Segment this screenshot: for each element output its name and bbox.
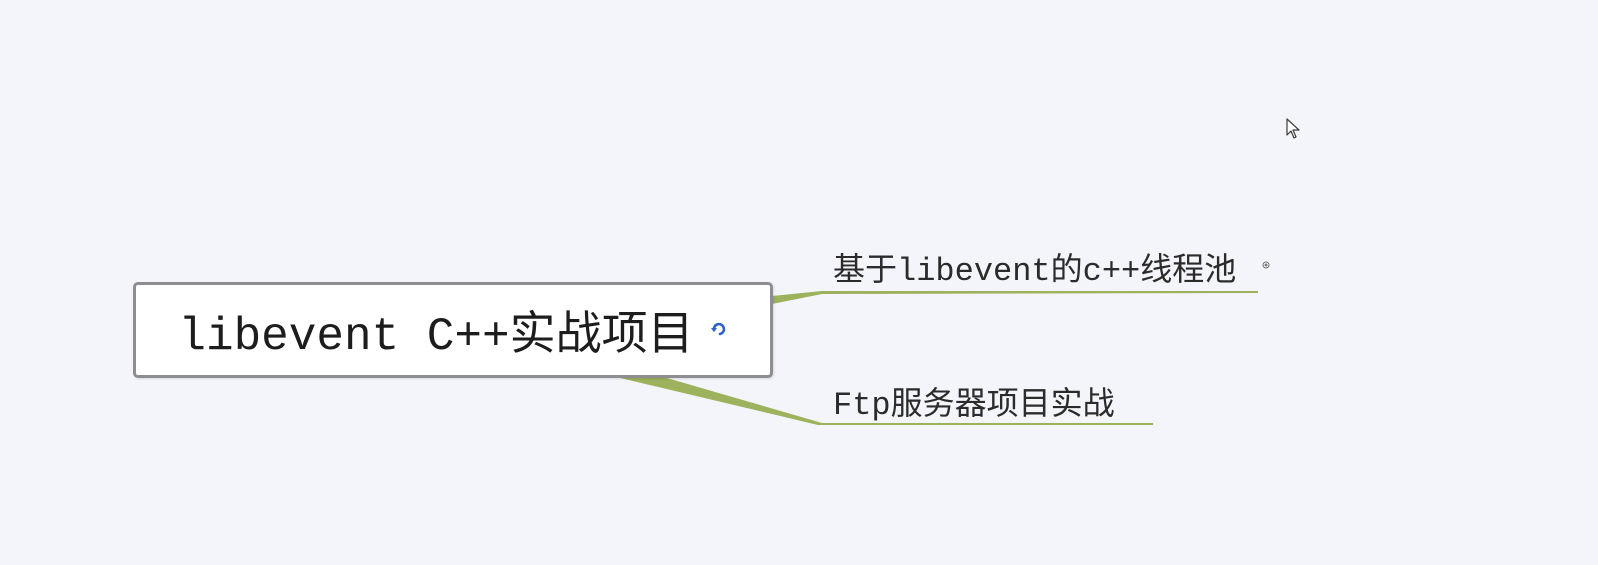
root-topic-node[interactable]: libevent C++实战项目 (133, 282, 773, 378)
connector-branch-2 (612, 376, 1153, 425)
expand-dot-icon[interactable] (1262, 261, 1270, 269)
mouse-pointer-icon (1286, 118, 1300, 139)
connector-branch-1 (772, 291, 1258, 304)
note-refresh-icon[interactable] (710, 319, 728, 337)
branch-topic-ftp-server[interactable]: Ftp服务器项目实战 (833, 387, 1115, 424)
branch-topic-threadpool[interactable]: 基于libevent的c++线程池 (833, 253, 1237, 290)
root-topic-label: libevent C++实战项目 (178, 311, 694, 363)
